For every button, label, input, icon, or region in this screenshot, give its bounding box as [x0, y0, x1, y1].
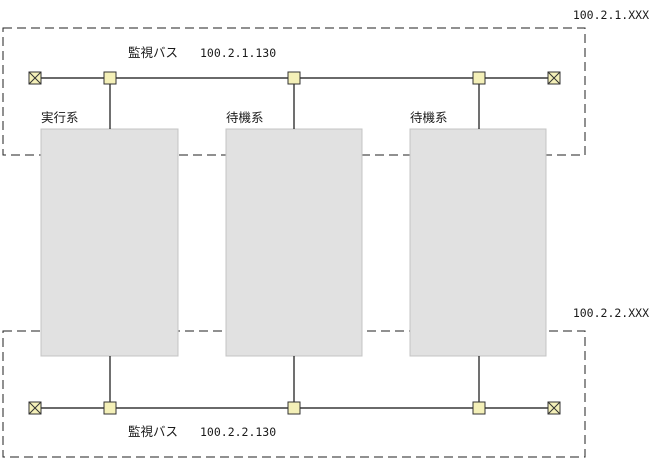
node-label-active: 実行系: [41, 110, 79, 125]
upper-bus-address: 100.2.1.130: [200, 46, 276, 60]
lower-network-address-range: 100.2.2.XXX: [573, 306, 649, 320]
terminator-icon: [547, 71, 561, 85]
terminators: [28, 71, 561, 415]
connection-point-icon: [472, 71, 486, 85]
drop-lines: [109, 78, 480, 408]
connection-point-icon: [103, 401, 117, 415]
connection-point-icon: [472, 401, 486, 415]
connection-point-icon: [287, 401, 301, 415]
node-label-standby-1: 待機系: [226, 110, 264, 125]
upper-bus-label: 監視バス: [128, 45, 178, 60]
node-box-active: [40, 128, 179, 357]
server-nodes: 実行系 待機系 待機系: [40, 110, 547, 357]
connection-point-icon: [103, 71, 117, 85]
terminator-icon: [28, 71, 42, 85]
node-box-standby-2: [409, 128, 547, 357]
terminator-icon: [547, 401, 561, 415]
node-label-standby-2: 待機系: [410, 110, 448, 125]
connection-point-icon: [287, 71, 301, 85]
lower-bus-label: 監視バス: [128, 424, 178, 439]
terminator-icon: [28, 401, 42, 415]
upper-network-address-range: 100.2.1.XXX: [573, 8, 649, 22]
lower-zone-boundary: [2, 330, 586, 458]
connection-points: [103, 71, 486, 415]
node-box-standby-1: [225, 128, 363, 357]
lower-bus-address: 100.2.2.130: [200, 425, 276, 439]
